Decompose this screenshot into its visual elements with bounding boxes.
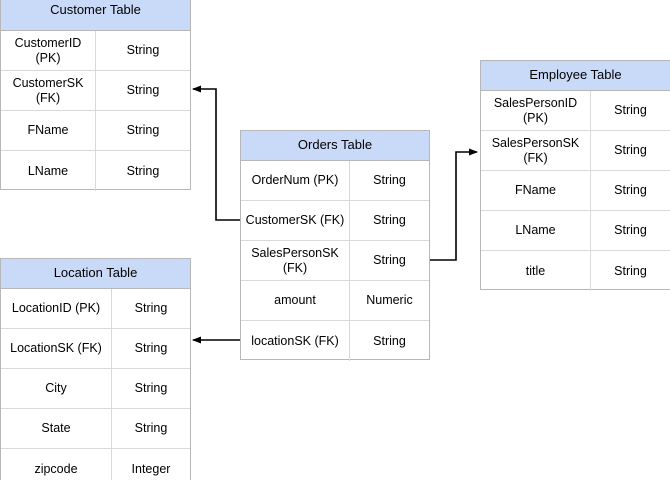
- table-row[interactable]: LName String: [1, 151, 190, 191]
- table-employee[interactable]: Employee Table SalesPersonID (PK) String…: [480, 60, 670, 291]
- table-customer[interactable]: Customer Table CustomerID (PK) String Cu…: [0, 0, 191, 191]
- table-row[interactable]: FName String: [1, 111, 190, 151]
- field-type: String: [134, 381, 168, 395]
- field-type: String: [126, 43, 160, 57]
- field-name: zipcode: [1, 449, 112, 480]
- table-row[interactable]: SalesPersonID (PK) String: [481, 91, 670, 131]
- field-name: SalesPersonSK (FK): [241, 241, 350, 280]
- table-customer-title: Customer Table: [1, 0, 190, 31]
- field-name: State: [1, 409, 112, 448]
- field-type: String: [614, 263, 647, 278]
- table-location-title: Location Table: [1, 259, 190, 289]
- connector-orders-employee: [430, 148, 478, 261]
- field-name: SalesPersonID (PK): [481, 91, 591, 130]
- table-row[interactable]: CustomerSK (FK) String: [1, 71, 190, 111]
- table-row[interactable]: amount Numeric: [241, 281, 429, 321]
- field-type: String: [614, 103, 647, 117]
- field-type: String: [373, 213, 406, 227]
- field-name: LocationSK (FK): [1, 329, 112, 368]
- field-type: String: [614, 143, 647, 157]
- table-row[interactable]: State String: [1, 409, 190, 449]
- field-name: LName: [481, 211, 591, 250]
- field-type: Integer: [131, 461, 171, 476]
- field-name: locationSK (FK): [241, 321, 350, 361]
- field-type: String: [126, 83, 160, 97]
- table-row[interactable]: CustomerSK (FK) String: [241, 201, 429, 241]
- table-row[interactable]: City String: [1, 369, 190, 409]
- field-name: FName: [1, 111, 96, 150]
- table-row[interactable]: locationSK (FK) String: [241, 321, 429, 361]
- table-row[interactable]: OrderNum (PK) String: [241, 161, 429, 201]
- field-name: FName: [481, 171, 591, 210]
- table-row[interactable]: zipcode Integer: [1, 449, 190, 480]
- field-name: title: [481, 251, 591, 291]
- connector-orders-customer: [192, 85, 240, 221]
- table-row[interactable]: FName String: [481, 171, 670, 211]
- table-orders-title: Orders Table: [241, 131, 429, 161]
- table-employee-title: Employee Table: [481, 61, 670, 91]
- field-type: Numeric: [366, 293, 413, 307]
- field-name: LocationID (PK): [1, 289, 112, 328]
- field-type: String: [126, 163, 160, 178]
- field-type: String: [373, 253, 406, 267]
- table-row[interactable]: title String: [481, 251, 670, 291]
- field-name: City: [1, 369, 112, 408]
- field-name: CustomerID (PK): [1, 31, 96, 70]
- field-name: LName: [1, 151, 96, 191]
- field-type: String: [373, 333, 406, 348]
- field-name: CustomerSK (FK): [241, 201, 350, 240]
- table-row[interactable]: SalesPersonSK (FK) String: [241, 241, 429, 281]
- table-row[interactable]: LName String: [481, 211, 670, 251]
- table-row[interactable]: LocationID (PK) String: [1, 289, 190, 329]
- field-name: amount: [241, 281, 350, 320]
- table-orders[interactable]: Orders Table OrderNum (PK) String Custom…: [240, 130, 430, 361]
- field-type: String: [134, 301, 168, 315]
- field-name: CustomerSK (FK): [1, 71, 96, 110]
- field-name: OrderNum (PK): [241, 161, 350, 200]
- field-type: String: [614, 223, 647, 237]
- table-row[interactable]: LocationSK (FK) String: [1, 329, 190, 369]
- table-location[interactable]: Location Table LocationID (PK) String Lo…: [0, 258, 191, 480]
- field-type: String: [126, 123, 160, 137]
- table-row[interactable]: CustomerID (PK) String: [1, 31, 190, 71]
- field-type: String: [134, 341, 168, 355]
- table-row[interactable]: SalesPersonSK (FK) String: [481, 131, 670, 171]
- field-type: String: [134, 421, 168, 435]
- field-type: String: [373, 173, 406, 187]
- field-type: String: [614, 183, 647, 197]
- field-name: SalesPersonSK (FK): [481, 131, 591, 170]
